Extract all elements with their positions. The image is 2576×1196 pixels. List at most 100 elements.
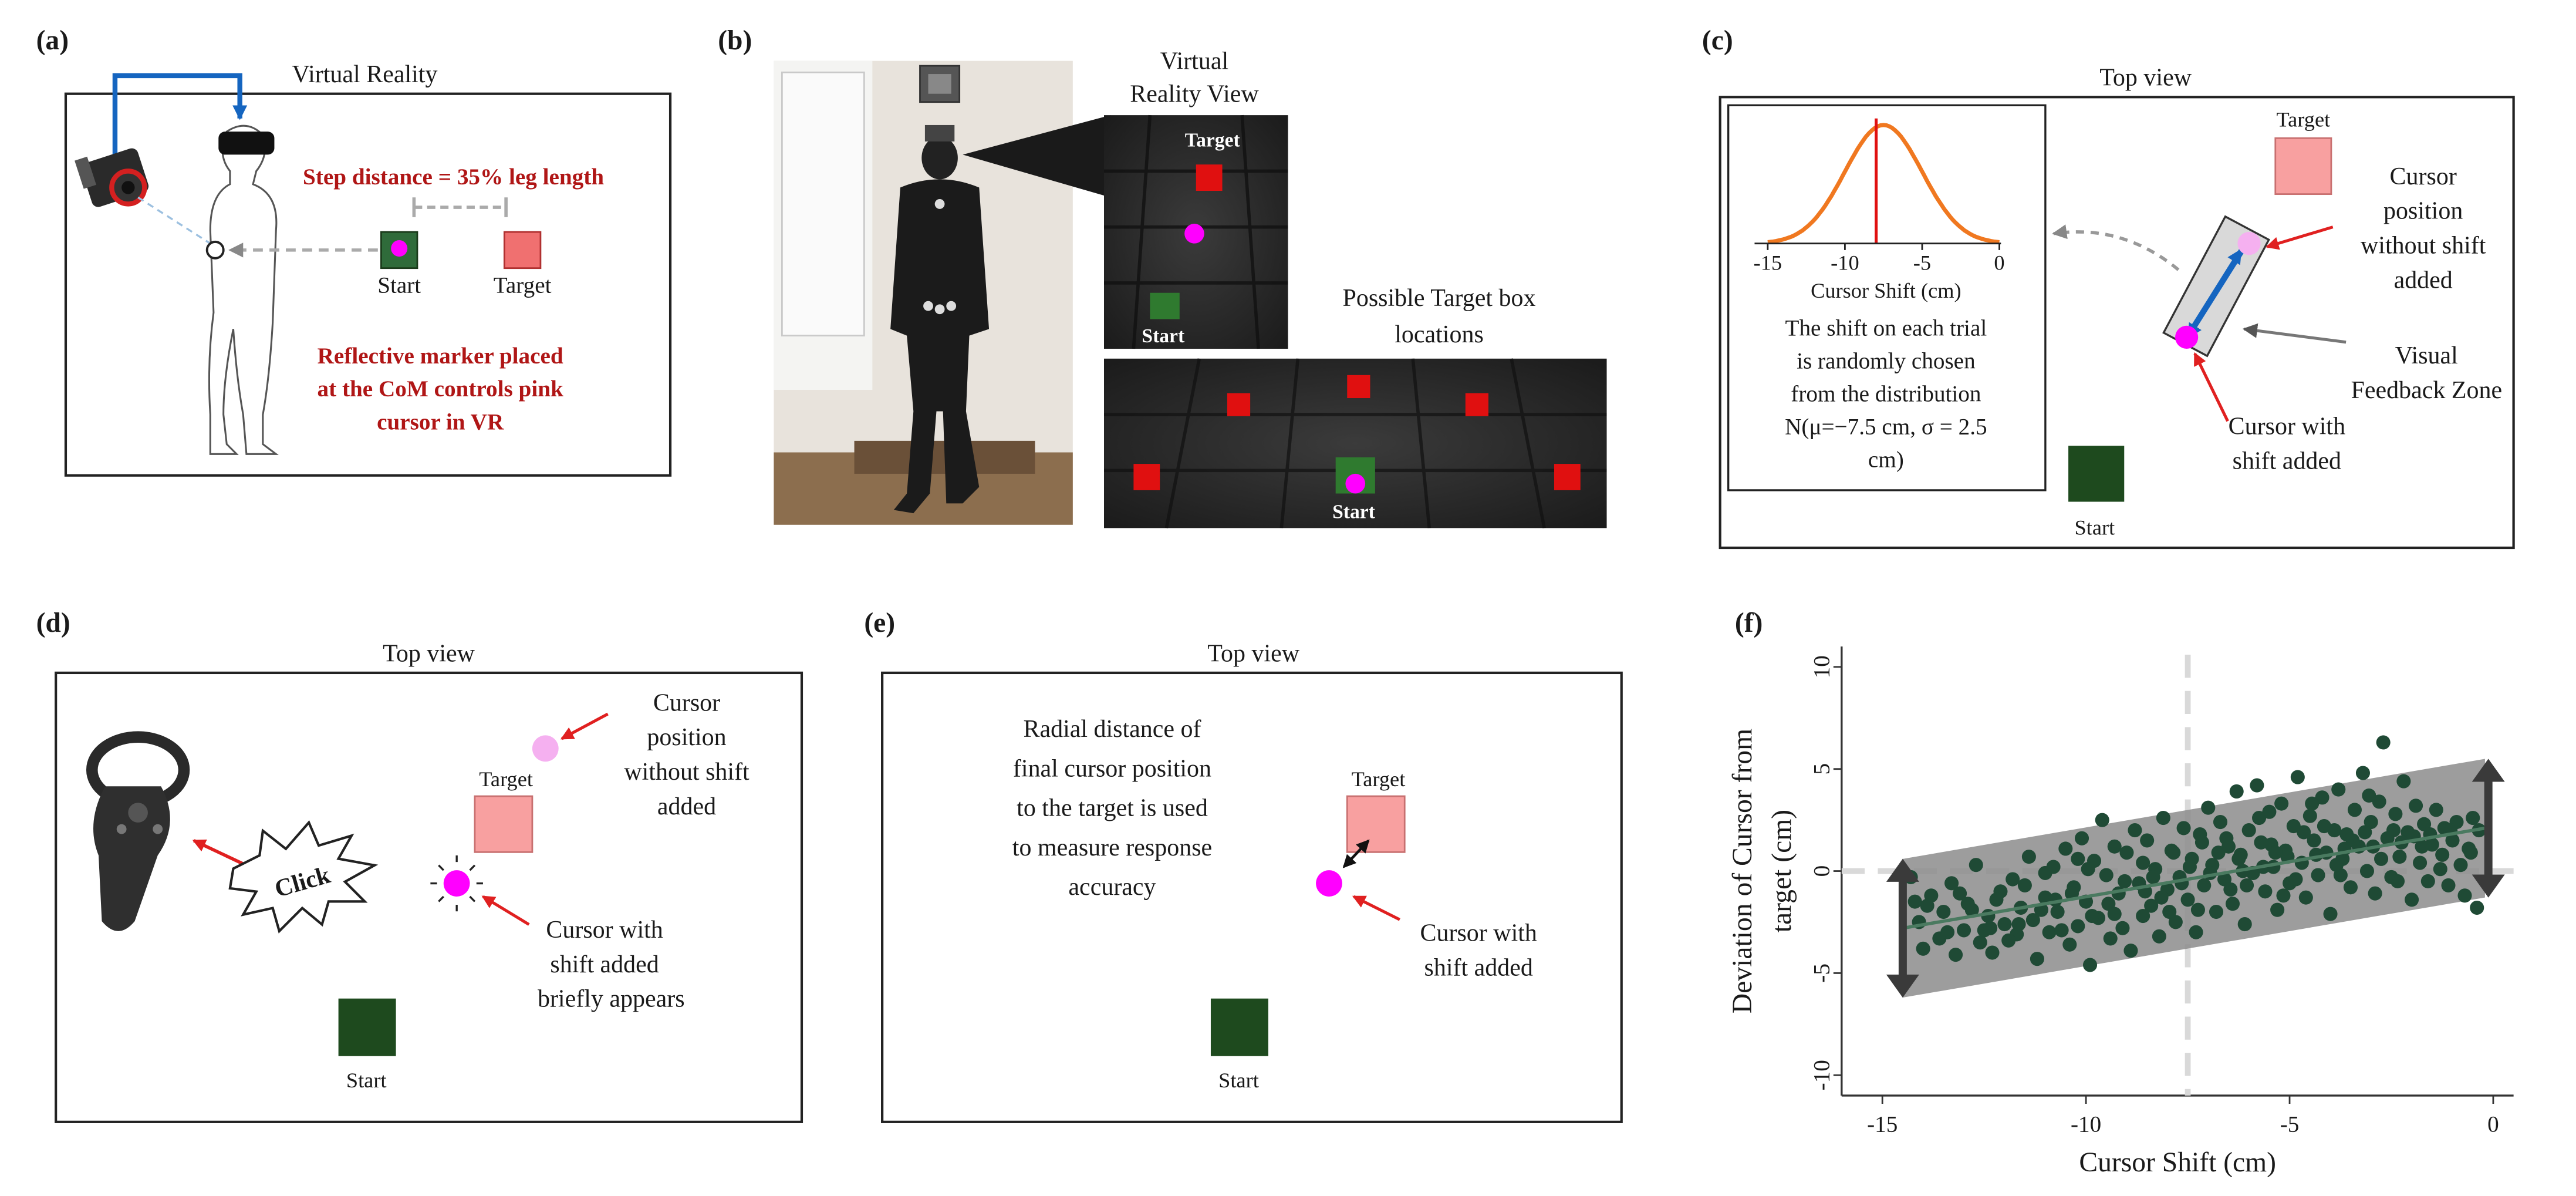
distribution-ticks	[1767, 243, 2000, 250]
data-point	[1973, 935, 1987, 950]
c-without-line-2: position	[2383, 198, 2463, 225]
data-point	[2118, 874, 2132, 888]
data-point	[2453, 858, 2468, 872]
data-point	[2429, 803, 2443, 817]
panel-a-title: Virtual Reality	[292, 61, 437, 88]
band-arrowhead	[2472, 759, 2505, 782]
data-point	[2262, 804, 2277, 819]
y-tick-label: 5	[1809, 763, 1835, 775]
possible-start-label: Start	[1332, 501, 1376, 523]
e-radial-line-3: to the target is used	[1017, 795, 1208, 822]
data-point	[2062, 937, 2077, 952]
band-arrowhead	[2472, 874, 2505, 898]
data-point	[2305, 796, 2320, 811]
c-with-line-2: shift added	[2233, 447, 2341, 474]
d-without-line-3: without shift	[624, 759, 749, 786]
data-point	[2071, 851, 2085, 866]
data-point	[2182, 860, 2197, 874]
e-radial-line-2: final cursor position	[1013, 755, 1211, 782]
d-with-line-3: briefly appears	[538, 986, 685, 1013]
panel-e-title: Top view	[1207, 640, 1299, 667]
data-point	[2457, 888, 2472, 903]
click-burst	[228, 820, 379, 934]
e-cursor-with-shift	[1316, 870, 1342, 897]
data-point	[2082, 958, 2098, 972]
data-point	[2362, 788, 2376, 803]
data-point	[2225, 897, 2240, 911]
data-point	[2315, 790, 2329, 805]
data-point	[2396, 774, 2411, 789]
data-point	[1940, 925, 1955, 939]
data-point	[2146, 870, 2160, 884]
data-point	[2189, 925, 2203, 939]
vr-start-box	[1150, 292, 1180, 319]
data-point	[2162, 904, 2177, 919]
e-target-label: Target	[1352, 767, 1406, 791]
dist-tick-4: 0	[1994, 251, 2004, 274]
dist-text-2: is randomly chosen	[1797, 349, 1976, 374]
c-without-arrow	[2266, 225, 2334, 250]
data-point	[2197, 878, 2212, 892]
x-tick-label: -15	[1867, 1112, 1898, 1137]
data-point	[2388, 807, 2403, 821]
e-with-line-1: Cursor with	[1420, 920, 1537, 947]
data-point	[2258, 884, 2273, 899]
data-point	[2103, 931, 2118, 946]
fit-line	[1902, 826, 2486, 930]
e-radial-line-1: Radial distance of	[1023, 716, 1201, 743]
data-point	[2302, 808, 2317, 823]
data-point	[2195, 835, 2209, 850]
data-point	[2435, 847, 2450, 862]
c-zone-arrow	[2242, 323, 2347, 344]
data-point	[2213, 815, 2228, 830]
d-without-line-4: added	[657, 793, 716, 820]
c-start-box	[2068, 446, 2125, 502]
distribution-box	[1727, 104, 2047, 491]
panel-a-label: (a)	[36, 25, 69, 56]
d-start-box	[338, 998, 396, 1056]
band-arrowhead	[1886, 858, 1919, 882]
vr-view-line-2: Reality View	[1130, 81, 1259, 108]
com-marker	[205, 240, 225, 260]
data-point	[2386, 823, 2401, 838]
target-box	[503, 231, 542, 269]
c-visual-line-2: Feedback Zone	[2351, 377, 2502, 404]
data-point	[1997, 917, 2012, 932]
data-point	[2368, 886, 2382, 901]
d-with-line-2: shift added	[550, 951, 659, 978]
data-point	[2168, 915, 2183, 929]
data-point	[2025, 912, 2040, 928]
marker-text-line-2: at the CoM controls pink	[318, 376, 563, 402]
c-visual-line-1: Visual	[2395, 342, 2458, 369]
data-point	[2364, 815, 2378, 830]
data-point	[2390, 874, 2405, 888]
data-point	[2417, 817, 2432, 831]
d-cursor-with-shift	[443, 870, 470, 897]
vr-start-label: Start	[1142, 325, 1185, 347]
data-point	[1936, 904, 1951, 919]
e-target-box	[1346, 795, 1406, 853]
c-cursor-without-shift	[2237, 232, 2261, 255]
e-start-label: Start	[1218, 1069, 1259, 1092]
data-point	[2042, 925, 2057, 939]
data-point	[2274, 796, 2289, 811]
target-label: Target	[494, 273, 552, 298]
panel-c: (c) Top view -15 -10 -5 0 Cursor Shift (…	[1702, 25, 2515, 550]
x-tick-label: 0	[2487, 1112, 2499, 1137]
panel-c-title: Top view	[2099, 65, 2192, 92]
data-point	[2001, 933, 2016, 948]
data-point	[2136, 855, 2150, 870]
data-point	[2359, 864, 2374, 878]
data-point	[1953, 886, 1967, 901]
data-point	[2123, 944, 2138, 958]
data-point	[2347, 803, 2362, 817]
data-point	[2054, 923, 2069, 938]
panel-d-label: (d)	[36, 608, 70, 638]
data-point	[2392, 850, 2407, 864]
d-click-arrow	[192, 839, 251, 869]
data-point	[2413, 855, 2428, 870]
c-without-line-1: Cursor	[2390, 163, 2457, 190]
y-tick-label: -10	[1809, 1060, 1835, 1090]
data-point	[2343, 880, 2358, 895]
